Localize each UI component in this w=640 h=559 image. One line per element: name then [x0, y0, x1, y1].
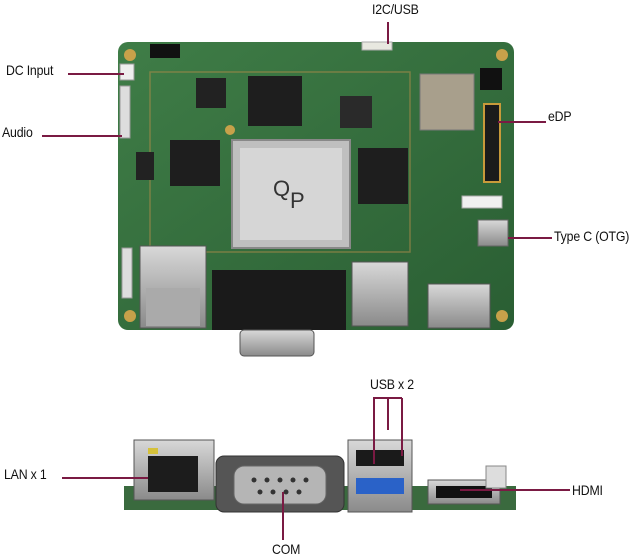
board-top-view: Q P	[118, 41, 514, 357]
mounting-hole	[496, 310, 508, 322]
label-i2c-usb: I2C/USB	[372, 1, 419, 17]
label-dc-input: DC Input	[6, 62, 54, 78]
com-port-top	[212, 270, 346, 330]
usb-port-upper	[356, 450, 404, 466]
memory-chip	[248, 76, 302, 126]
mounting-hole	[496, 49, 508, 61]
side-connector	[121, 247, 133, 299]
dc-input-connector	[119, 63, 135, 81]
com-pins	[251, 477, 309, 495]
label-hdmi: HDMI	[572, 482, 603, 498]
usb-port-top	[351, 261, 409, 327]
label-type-c: Type C (OTG)	[554, 228, 630, 244]
pin-header	[480, 68, 502, 90]
chip-small	[136, 152, 154, 180]
com-port-plug	[239, 329, 315, 357]
hdmi-opening	[436, 486, 492, 498]
memory-chip	[170, 140, 220, 186]
mounting-hole	[124, 310, 136, 322]
lan-led	[148, 448, 158, 454]
com-port-dsub	[233, 465, 327, 505]
soc-heatspreader	[240, 148, 342, 240]
mounting-hole	[124, 49, 136, 61]
board-side-view	[124, 439, 516, 513]
white-connector	[461, 195, 503, 209]
label-usb-x2: USB x 2	[370, 376, 414, 392]
i2c-usb-connector	[361, 41, 393, 51]
memory-chip	[358, 148, 408, 204]
mounting-hole	[225, 125, 235, 135]
soc-logo: Q	[273, 176, 290, 201]
wifi-module	[419, 73, 475, 131]
controller-chip	[340, 96, 372, 128]
usb-port-lower	[356, 478, 404, 494]
label-edp: eDP	[548, 108, 572, 124]
pin-header	[150, 44, 180, 58]
chip-small	[196, 78, 226, 108]
edp-connector	[483, 103, 501, 183]
type-c-connector	[477, 219, 509, 247]
audio-connector	[119, 85, 131, 139]
soc-logo-mark: P	[290, 188, 305, 213]
label-lan-x1: LAN x 1	[4, 466, 47, 482]
leader-lines	[42, 22, 570, 540]
label-com: COM	[272, 541, 301, 557]
lan-port-inner	[146, 288, 200, 326]
label-audio: Audio	[2, 124, 33, 140]
side-connector-right	[485, 465, 507, 489]
lan-port-opening	[148, 456, 198, 492]
hdmi-port-top	[427, 283, 491, 329]
leader-usb-x2	[373, 397, 389, 464]
